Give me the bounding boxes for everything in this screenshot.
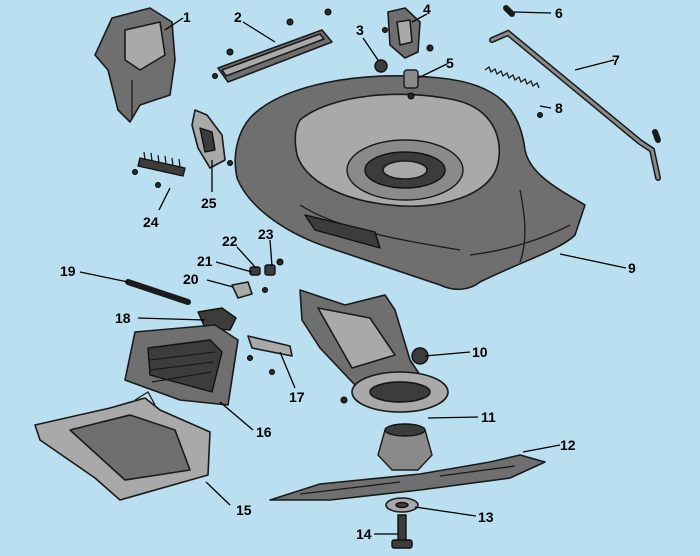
callout-16: 16 — [256, 424, 272, 440]
discharge-housing — [299, 289, 449, 413]
callout-12: 12 — [560, 437, 576, 453]
cutting-blade — [269, 454, 546, 501]
nut — [374, 59, 388, 73]
blade-adapter — [377, 423, 433, 471]
callout-4: 4 — [423, 1, 431, 17]
callout-13: 13 — [478, 509, 494, 525]
washer — [385, 497, 419, 513]
callout-7: 7 — [612, 52, 620, 68]
callout-3: 3 — [356, 22, 364, 38]
callout-9: 9 — [628, 260, 636, 276]
callout-10: 10 — [472, 344, 488, 360]
mower-deck — [234, 75, 586, 291]
axle-pin — [125, 279, 191, 305]
callout-14: 14 — [356, 526, 372, 542]
callout-23: 23 — [258, 226, 274, 242]
callout-17: 17 — [289, 389, 305, 405]
rear-flap-bracket — [94, 7, 176, 123]
callout-19: 19 — [60, 263, 76, 279]
comb-strip — [132, 151, 186, 188]
callout-leaders — [79, 11, 627, 535]
latch-bracket — [382, 7, 434, 59]
callout-15: 15 — [236, 502, 252, 518]
handle-rod — [489, 29, 661, 181]
hinge-bar — [212, 8, 333, 83]
grass-box-grille — [124, 324, 239, 406]
callout-24: 24 — [143, 214, 159, 230]
callout-20: 20 — [183, 271, 199, 287]
link-bracket — [247, 335, 293, 375]
callout-22: 22 — [222, 233, 238, 249]
callout-25: 25 — [201, 195, 217, 211]
callout-labels: 1 2 3 4 5 6 7 8 9 10 11 12 13 14 15 16 1… — [60, 1, 636, 542]
callout-11: 11 — [481, 409, 496, 425]
small-clips — [231, 258, 284, 299]
grass-chute — [34, 391, 211, 501]
callout-6: 6 — [555, 5, 563, 21]
callout-1: 1 — [183, 9, 191, 25]
callout-18: 18 — [115, 310, 131, 326]
small-pin — [503, 5, 515, 17]
callout-5: 5 — [446, 55, 454, 71]
callout-21: 21 — [197, 253, 213, 269]
tension-spring — [484, 65, 543, 118]
lever-bracket — [191, 109, 233, 169]
callout-8: 8 — [555, 100, 563, 116]
callout-2: 2 — [234, 9, 242, 25]
blade-bolt — [391, 514, 413, 549]
spring-bushing — [403, 69, 419, 100]
